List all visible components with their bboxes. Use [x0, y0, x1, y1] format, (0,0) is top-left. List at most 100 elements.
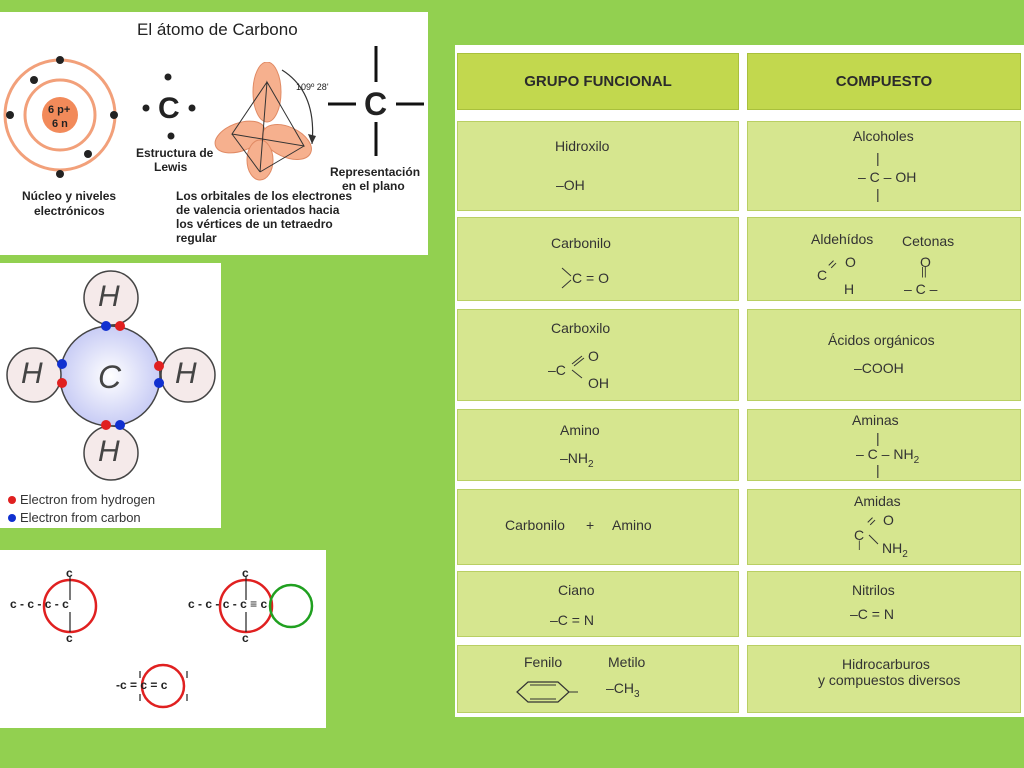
- double-bond: =: [130, 678, 138, 692]
- bond-row-1: c - c - c - c: [10, 597, 69, 611]
- compound-name: Aminas: [852, 412, 899, 428]
- legend-dot-blue: [8, 513, 16, 522]
- row-1-compound: Alcoholes | – C – OH |: [747, 121, 1021, 211]
- compound-formula: – C – NH2: [856, 446, 919, 466]
- group-name: Hidroxilo: [555, 138, 610, 154]
- group-formula: –OH: [556, 177, 585, 193]
- bond-atom: c: [66, 631, 73, 645]
- amide-nh: NH2: [882, 540, 908, 560]
- amide-c: C: [854, 527, 865, 543]
- aldehyde-h: H: [844, 281, 855, 297]
- bond-circles: [42, 577, 314, 709]
- carbon-atom-title: El átomo de Carbono: [137, 20, 298, 39]
- aldehyde-o: O: [845, 254, 856, 270]
- lewis-dots: [142, 73, 196, 140]
- dash: -: [215, 597, 220, 611]
- row-2-group: Carbonilo C = O: [457, 217, 739, 301]
- legend-hydrogen-label: Electron from hydrogen: [20, 492, 156, 507]
- lewis-symbol: C: [158, 92, 180, 125]
- row-3-compound: Ácidos orgánicos –COOH: [747, 309, 1021, 401]
- compound-name: Amidas: [854, 493, 901, 509]
- header-compound-label: COMPUESTO: [835, 73, 933, 90]
- row-5-group: Carbonilo + Amino: [457, 489, 739, 565]
- carbon-atom-panel: El átomo de Carbono 6 p+ 6 n Núcleo y ni…: [0, 12, 428, 255]
- group-formula: C = O: [572, 270, 609, 286]
- nucleus-neutrons: 6 n: [52, 118, 68, 130]
- group-name: Carboxilo: [551, 320, 611, 336]
- carbonyl-bonds: [561, 267, 572, 289]
- dash: -: [116, 678, 120, 692]
- tetrahedral-orbitals: [214, 62, 316, 181]
- amide-nh-sub: 2: [902, 548, 908, 560]
- bond-angle-label: 109º 28': [296, 82, 329, 92]
- dash: -: [54, 597, 59, 611]
- compound-line-1: Hidrocarburos: [842, 656, 930, 672]
- bond-row-3: -c = c = c: [116, 678, 167, 692]
- orbital-caption-4: regular: [176, 231, 217, 245]
- row-5-compound: Amidas O = C | NH2: [747, 489, 1021, 565]
- compound-name: Nitrilos: [852, 582, 895, 598]
- compound-formula: – C – OH: [858, 169, 917, 185]
- row-3-group: Carboxilo –C O OH: [457, 309, 739, 401]
- carboxyl-bonds: [571, 355, 585, 379]
- bond-mark: |: [876, 462, 880, 478]
- compound-name: Ácidos orgánicos: [828, 332, 935, 348]
- atom: c: [240, 597, 247, 611]
- atom: c: [140, 678, 148, 692]
- group-formula-sub: 2: [588, 458, 594, 470]
- ketone-double-bond: ||: [921, 266, 927, 278]
- group-name-a: Carbonilo: [505, 517, 565, 533]
- methane-h-top: H: [98, 280, 120, 313]
- bond-row-2: c - c - c - c ≡ c: [188, 597, 267, 611]
- amide-nh-main: NH: [882, 540, 903, 556]
- methane-h-right: H: [175, 357, 197, 390]
- header-compound: COMPUESTO: [747, 53, 1021, 110]
- orbital-caption-2: de valencia orientados hacia: [176, 203, 340, 217]
- bond-mark: |: [876, 430, 880, 446]
- amide-o: O: [883, 512, 894, 528]
- legend-dot-red: [8, 495, 16, 504]
- dash: -: [20, 597, 25, 611]
- nucleus-protons: 6 p+: [48, 104, 71, 116]
- dash: -: [198, 597, 203, 611]
- methane-carbon: C: [98, 359, 122, 395]
- atom: c: [222, 597, 230, 611]
- group-name: Ciano: [558, 582, 595, 598]
- dash: -: [232, 597, 237, 611]
- orbital-caption-3: los vértices de un tetraedro: [176, 217, 333, 231]
- group-name: Carbonilo: [551, 235, 611, 251]
- methane-diagram: [6, 270, 216, 481]
- carboxyl-c: –C: [548, 362, 566, 378]
- lewis-caption-1: Estructura de: [136, 146, 214, 160]
- methyl-formula-sub: 3: [634, 688, 640, 700]
- legend-carbon-label: Electron from carbon: [20, 510, 141, 525]
- amide-bond: [868, 534, 879, 545]
- group-name: Amino: [560, 422, 600, 438]
- dash: -: [37, 597, 42, 611]
- methane-h-left: H: [21, 357, 43, 390]
- double-bond: =: [150, 678, 158, 692]
- atom: c: [62, 597, 69, 611]
- row-4-group: Amino –NH2: [457, 409, 739, 481]
- atom: c: [27, 597, 35, 611]
- methyl-formula-main: –CH: [606, 680, 635, 696]
- plus-sign: +: [586, 517, 595, 533]
- amide-bond-mark: |: [858, 540, 861, 551]
- lewis-caption-2: Lewis: [154, 160, 188, 174]
- benzene-ring: [516, 681, 578, 703]
- nucleus-caption-1: Núcleo y niveles: [22, 189, 117, 203]
- bond-atom: c: [242, 566, 249, 580]
- amide-double-bond: =: [862, 512, 880, 530]
- atom: c: [188, 597, 195, 611]
- group-name-b: Amino: [612, 517, 652, 533]
- row-1-group: Hidroxilo –OH: [457, 121, 739, 211]
- legend-hydrogen: Electron from hydrogen: [8, 492, 155, 507]
- atom: c: [10, 597, 17, 611]
- carboxyl-oh: OH: [588, 375, 609, 391]
- plane-bonds: [328, 46, 424, 156]
- bond-mark: |: [876, 186, 880, 202]
- group-name-b: Metilo: [608, 654, 646, 670]
- group-formula: –C = N: [550, 612, 594, 628]
- compound-formula-sub: 2: [913, 454, 920, 466]
- aldehyde-name: Aldehídos: [811, 231, 874, 247]
